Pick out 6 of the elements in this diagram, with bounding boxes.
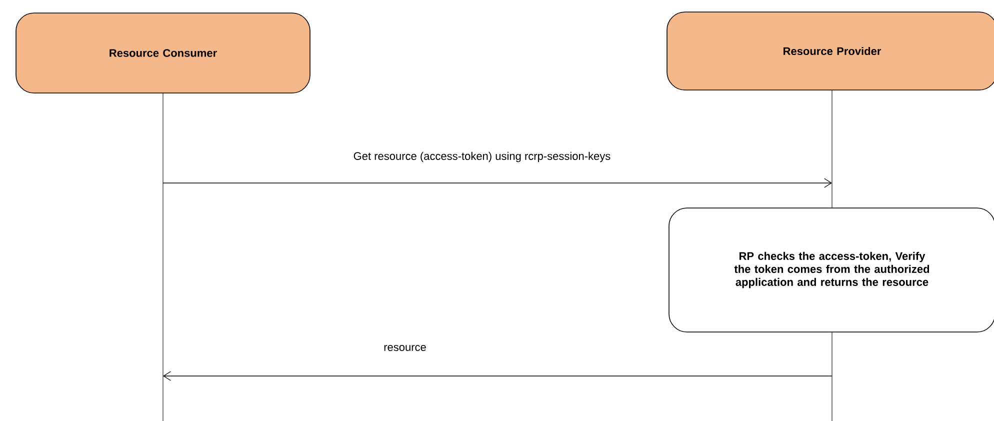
message-label: Get resource (access-token) using rcrp-session-keys — [352, 150, 612, 164]
message-label: resource — [382, 344, 428, 352]
participant-box: Resource Consumer — [16, 12, 310, 94]
message-arrow — [162, 178, 832, 188]
participant-box: Resource Provider — [666, 12, 994, 90]
message-arrow — [163, 371, 832, 381]
